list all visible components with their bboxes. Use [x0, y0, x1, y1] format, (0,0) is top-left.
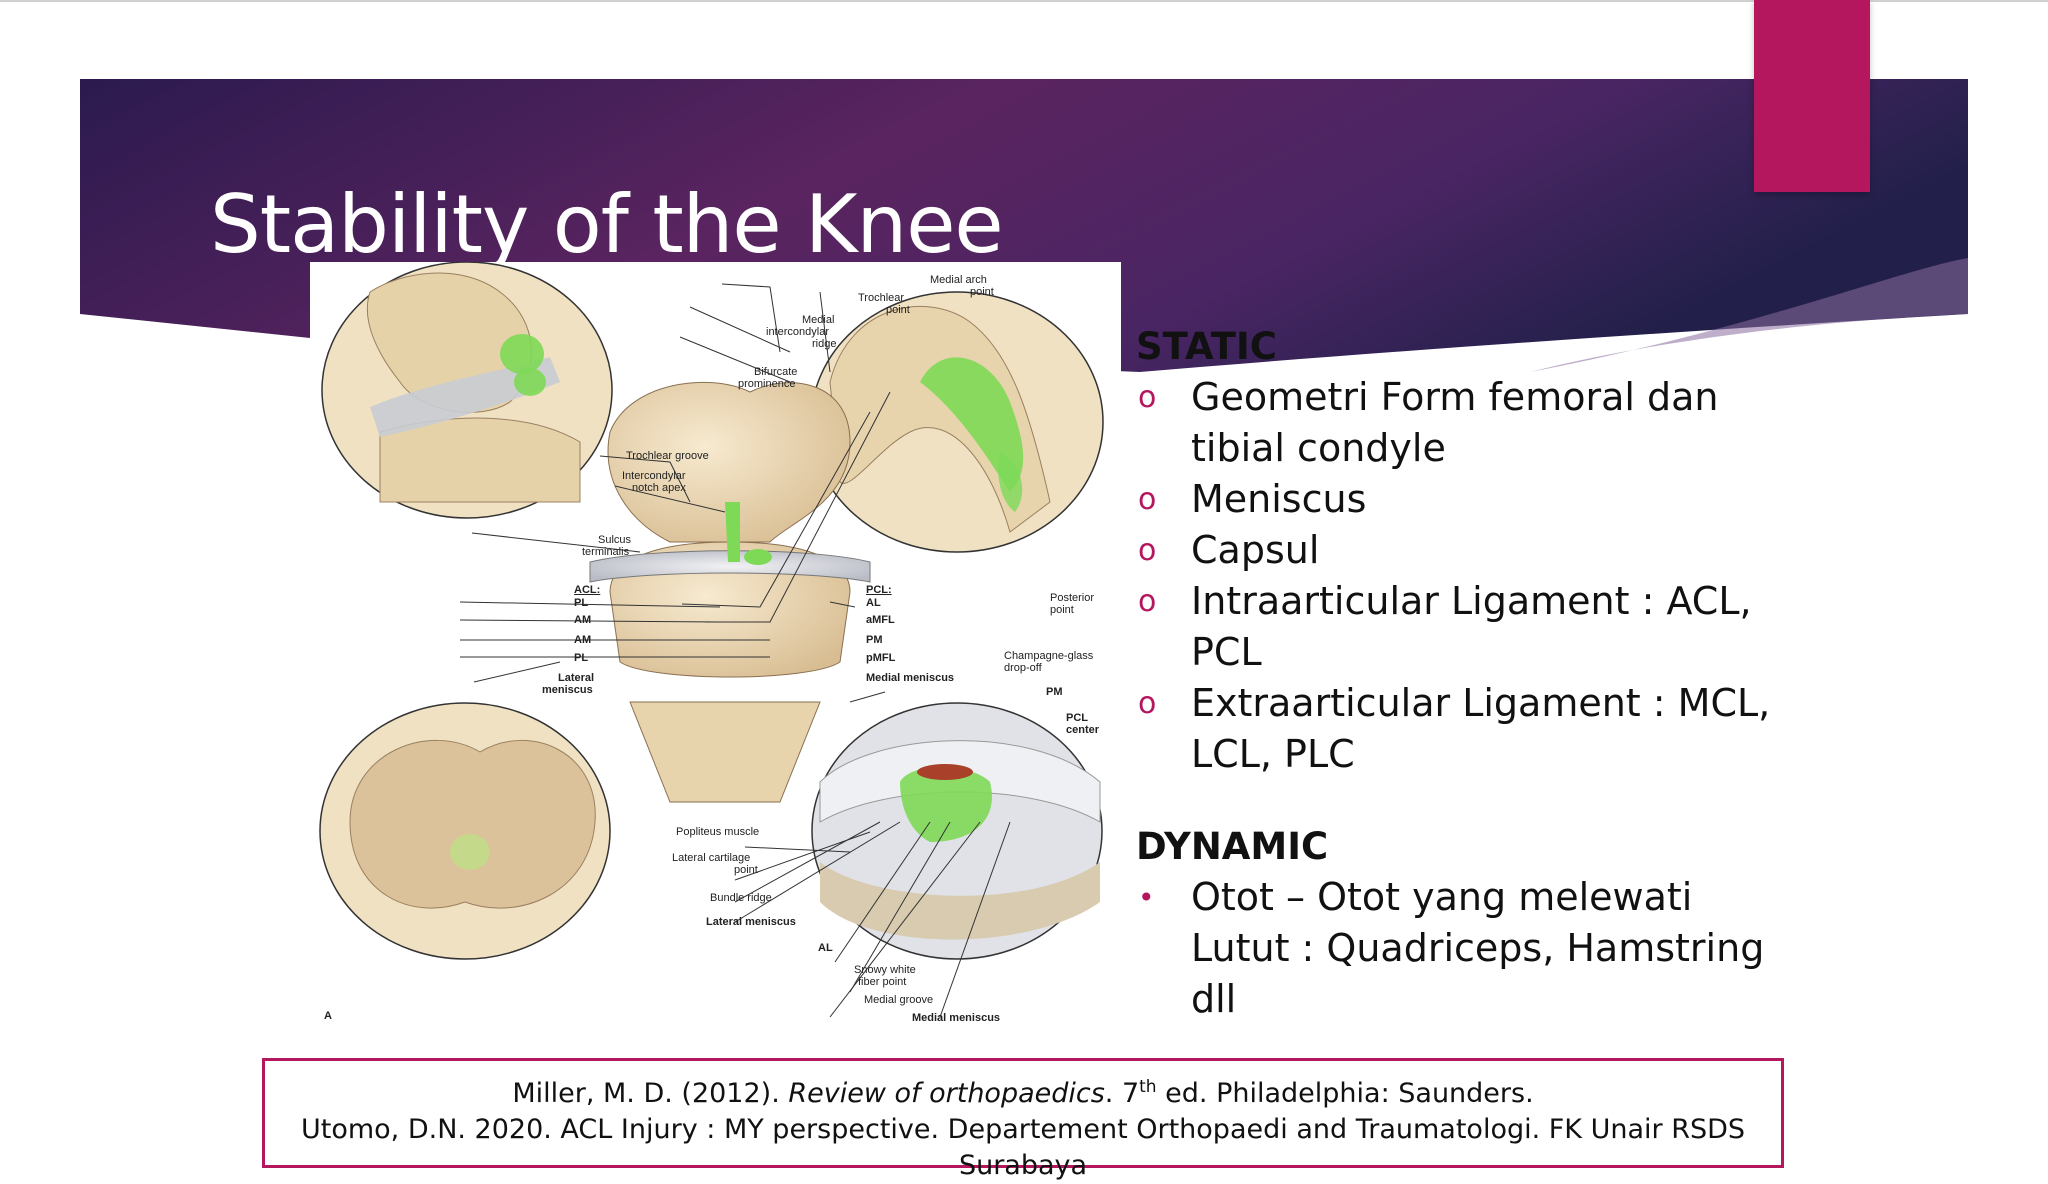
item-line3: dll: [1191, 977, 1237, 1021]
label-sulcus-terminalis-2: terminalis: [582, 546, 630, 558]
dynamic-item: • Otot – Otot yang melewati Lutut : Quad…: [1136, 872, 1776, 1025]
tibial-plateau-view: [319, 702, 611, 960]
circle-bullet-icon: o: [1138, 380, 1157, 415]
label-posterior-point-2: point: [1050, 604, 1074, 616]
label-al-bottom: AL: [818, 942, 833, 954]
item-line1: Meniscus: [1191, 477, 1367, 521]
label-pcl-al: AL: [866, 597, 881, 609]
item-line1: Extraarticular Ligament : MCL,: [1191, 681, 1771, 725]
knee-illustration: [319, 262, 1104, 1018]
label-medial-arch-point-2: point: [970, 286, 994, 298]
label-bifurcate-prominence: Bifurcate: [754, 366, 798, 378]
label-snowy-white: Snowy white: [854, 964, 916, 976]
reference-2: Utomo, D.N. 2020. ACL Injury : MY perspe…: [300, 1114, 1746, 1181]
static-item: o Capsul: [1136, 525, 1776, 576]
static-item: o Meniscus: [1136, 474, 1776, 525]
circle-bullet-icon: o: [1138, 533, 1157, 568]
label-acl: ACL:: [574, 584, 601, 596]
sagittal-view: [321, 262, 613, 519]
accent-tab: [1754, 0, 1870, 192]
anterior-knee-view: [589, 381, 871, 803]
ref1-publisher: ed. Philadelphia: Saunders.: [1156, 1078, 1534, 1109]
knee-anatomy-figure: Medial arch point Trochlear point Medial…: [310, 262, 1121, 1030]
label-medial-meniscus-bottom: Medial meniscus: [912, 1012, 1001, 1024]
item-line1: Intraarticular Ligament : ACL,: [1191, 579, 1752, 623]
label-pm-right: PM: [1046, 686, 1063, 698]
label-pcl-center: PCL: [1066, 712, 1088, 724]
item-line2: Lutut : Quadriceps, Hamstring: [1191, 926, 1765, 970]
label-lateral-meniscus-left-2: meniscus: [542, 684, 593, 696]
dynamic-list: • Otot – Otot yang melewati Lutut : Quad…: [1136, 872, 1776, 1025]
label-pm: PM: [866, 634, 883, 646]
static-item: o Intraarticular Ligament : ACL, PCL: [1136, 576, 1776, 678]
label-medial-intercondylar-ridge: Medial: [802, 314, 835, 326]
item-line1: Capsul: [1191, 528, 1320, 572]
ref1-edition: . 7: [1104, 1078, 1140, 1109]
dynamic-heading: DYNAMIC: [1136, 825, 1329, 868]
label-bundle-ridge: Bundle ridge: [710, 892, 772, 904]
circle-bullet-icon: o: [1138, 584, 1157, 619]
item-line2: PCL: [1191, 630, 1262, 674]
label-medial-intercondylar-ridge-3: ridge: [812, 338, 837, 350]
reference-1: Miller, M. D. (2012). Review of orthopae…: [265, 1069, 1781, 1112]
content-column: STATIC o Geometri Form femoral dan tibia…: [1136, 322, 1776, 1025]
static-list: o Geometri Form femoral dan tibial condy…: [1136, 372, 1776, 780]
circle-bullet-icon: o: [1138, 686, 1157, 721]
label-lateral-cartilage-point-2: point: [734, 864, 758, 876]
label-medial-groove: Medial groove: [864, 994, 934, 1006]
top-border-line: [0, 0, 2048, 2]
label-amfl: aMFL: [866, 614, 895, 626]
label-intercondylar-notch-apex: Intercondylar: [622, 470, 686, 482]
label-popliteus-muscle: Popliteus muscle: [676, 826, 760, 838]
label-pmfl: pMFL: [866, 652, 896, 664]
label-intercondylar-notch-apex-2: notch apex: [632, 482, 686, 494]
dot-bullet-icon: •: [1138, 881, 1155, 914]
ref1-title: Review of orthopaedics: [788, 1078, 1105, 1109]
label-sulcus-terminalis: Sulcus: [598, 534, 632, 546]
label-acl-am: AM: [574, 614, 592, 626]
slide-title: Stability of the Knee: [210, 178, 1004, 271]
label-pcl: PCL:: [866, 584, 892, 596]
label-lateral-cartilage-point: Lateral cartilage: [672, 852, 751, 864]
static-item: o Extraarticular Ligament : MCL, LCL, PL…: [1136, 678, 1776, 780]
label-snowy-white-2: fiber point: [858, 976, 907, 988]
label-pcl-center-2: center: [1066, 724, 1100, 736]
notch-view: [810, 291, 1104, 553]
label-posterior-point: Posterior: [1050, 592, 1095, 604]
label-lateral-meniscus-bottom: Lateral meniscus: [706, 916, 796, 928]
references-box: Miller, M. D. (2012). Review of orthopae…: [262, 1058, 1784, 1181]
label-am-2: AM: [574, 634, 592, 646]
static-item: o Geometri Form femoral dan tibial condy…: [1136, 372, 1776, 474]
label-medial-meniscus-mid: Medial meniscus: [866, 672, 955, 684]
label-champagne-glass: Champagne-glass: [1004, 650, 1094, 662]
item-line1: Otot – Otot yang melewati: [1191, 875, 1693, 919]
ref1-authors: Miller, M. D. (2012).: [512, 1078, 789, 1109]
item-line2: tibial condyle: [1191, 426, 1446, 470]
item-line2: LCL, PLC: [1191, 732, 1355, 776]
label-medial-intercondylar-ridge-2: intercondylar: [766, 326, 829, 338]
label-trochlear-groove: Trochlear groove: [626, 450, 709, 462]
label-champagne-glass-2: drop-off: [1004, 662, 1042, 674]
item-line1: Geometri Form femoral dan: [1191, 375, 1719, 419]
leader-lines: [459, 283, 1011, 1018]
label-lateral-meniscus-left: Lateral: [558, 672, 595, 684]
label-trochlear-point-2: point: [886, 304, 910, 316]
label-acl-pl: PL: [574, 597, 589, 609]
label-bifurcate-prominence-2: prominence: [738, 378, 796, 390]
pcl-footprint-view: [811, 702, 1103, 960]
label-trochlear-point: Trochlear: [858, 292, 905, 304]
label-medial-arch-point: Medial arch: [930, 274, 987, 286]
label-pl-2: PL: [574, 652, 589, 664]
circle-bullet-icon: o: [1138, 482, 1157, 517]
panel-letter: A: [324, 1010, 332, 1022]
static-heading: STATIC: [1136, 325, 1277, 368]
ref1-edition-sup: th: [1139, 1077, 1157, 1097]
